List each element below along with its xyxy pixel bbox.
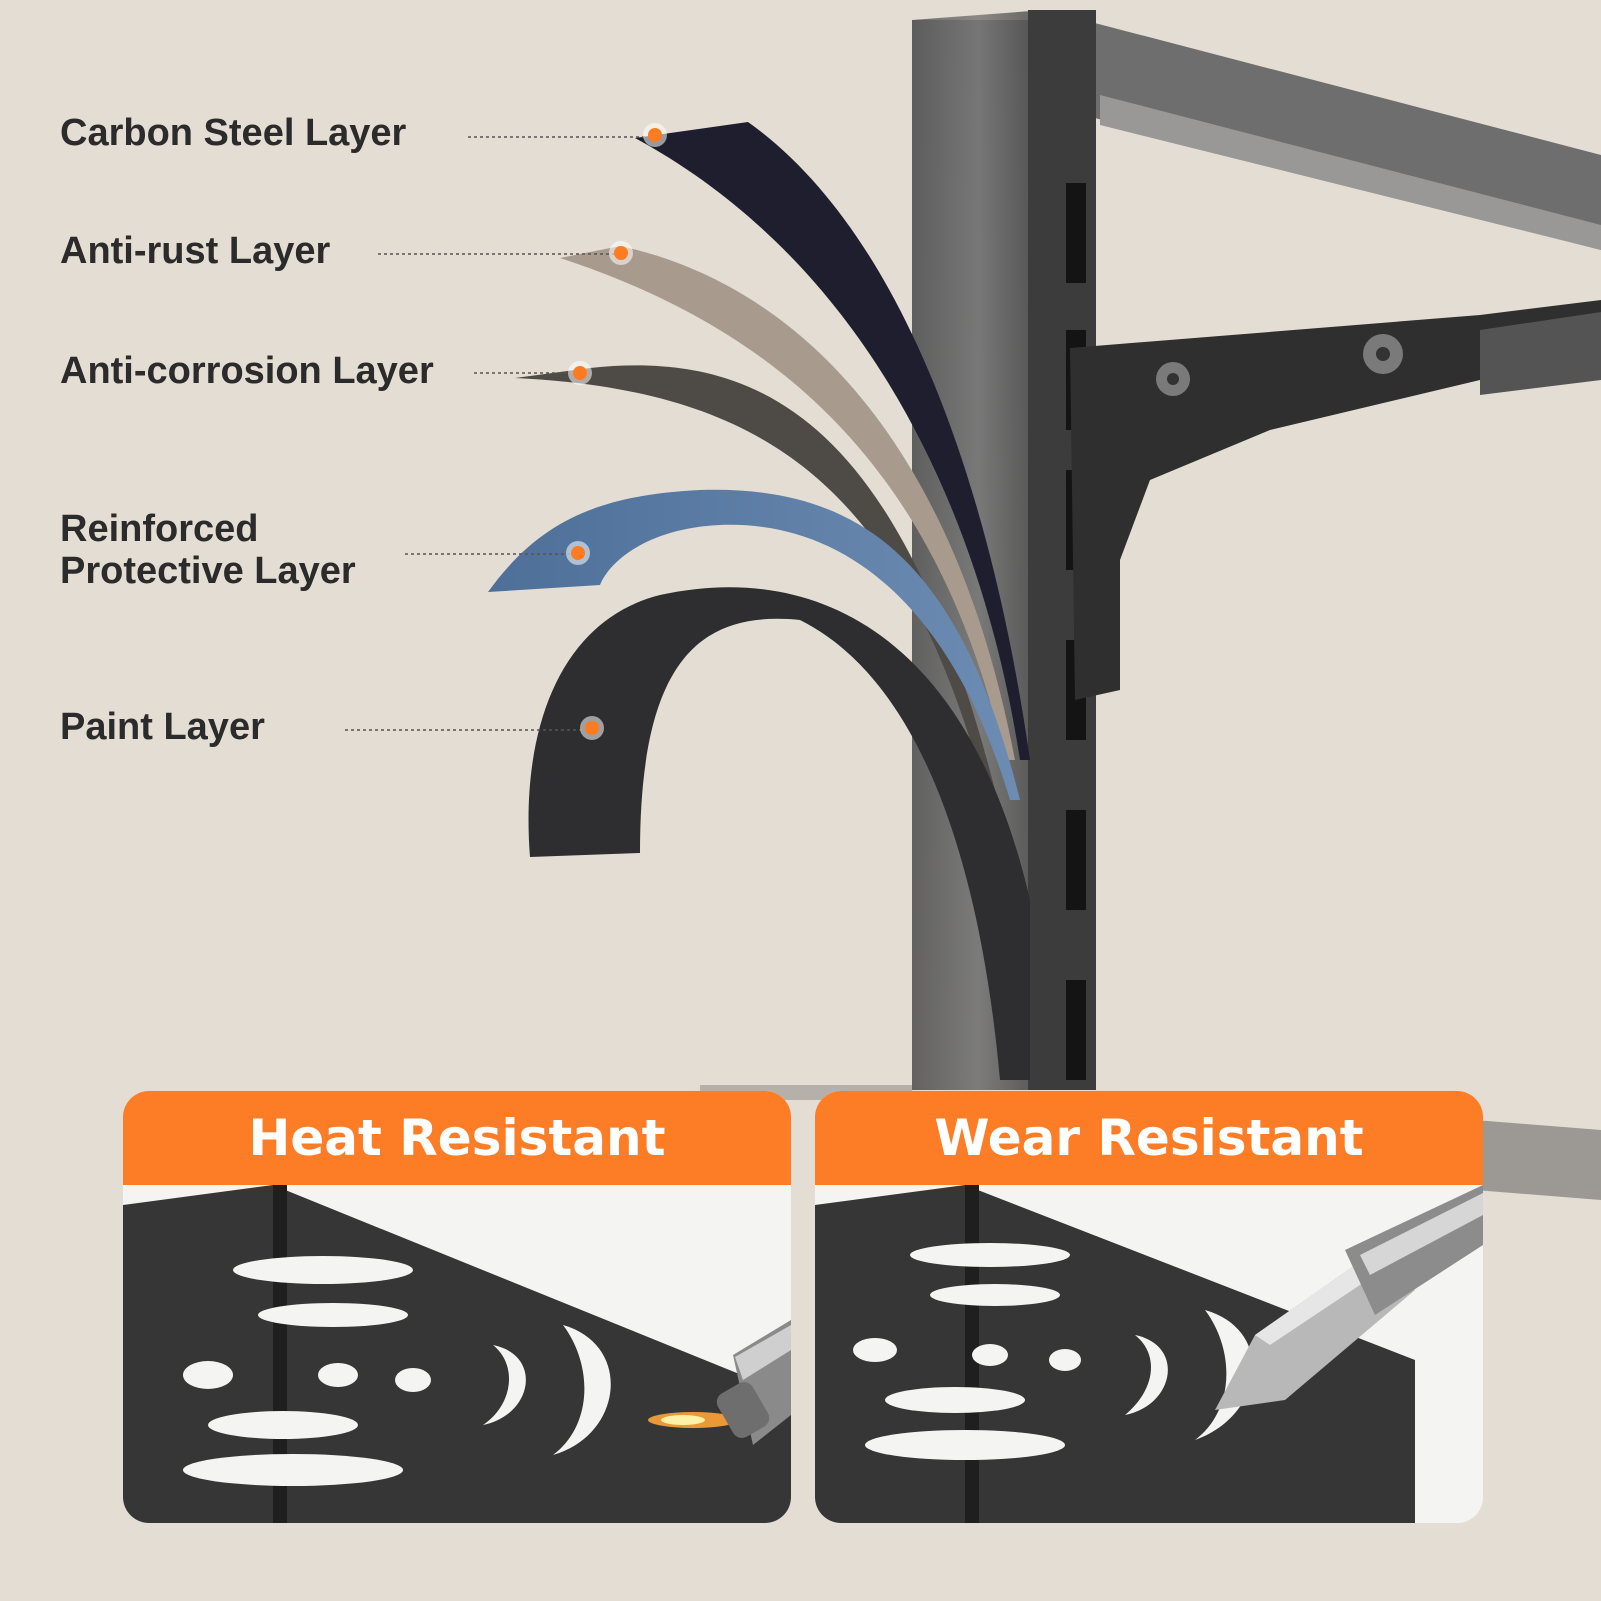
reinforced-protective-sheet — [488, 489, 1020, 800]
wear-resistant-image — [815, 1185, 1483, 1523]
heat-resistant-image — [123, 1185, 791, 1523]
carbon-steel-layer-label: Carbon Steel Layer — [60, 112, 407, 154]
vent-cutouts — [853, 1243, 1253, 1460]
vent-cutouts — [183, 1256, 611, 1486]
anti-rust-sheet — [560, 246, 1015, 760]
wear-resistant-card: Wear Resistant — [815, 1091, 1483, 1523]
paint-layer-label: Paint Layer — [60, 706, 265, 748]
paint-sheet — [528, 587, 1030, 1080]
layer-markers — [566, 123, 667, 740]
anti-corrosion-layer-label: Anti-corrosion Layer — [60, 350, 434, 392]
wear-resistant-title: Wear Resistant — [815, 1091, 1483, 1185]
heat-resistant-title: Heat Resistant — [123, 1091, 791, 1185]
anti-rust-layer-label: Anti-rust Layer — [60, 230, 331, 272]
torch-flame-icon — [648, 1320, 791, 1445]
heat-resistant-card: Heat Resistant — [123, 1091, 791, 1523]
reinforced-layer-label-line2: Protective Layer — [60, 550, 356, 592]
carbon-steel-sheet — [635, 122, 1030, 760]
reinforced-layer-label-line1: Reinforced — [60, 508, 259, 550]
utility-knife-icon — [1215, 1185, 1483, 1410]
shelf-bracket — [1070, 300, 1601, 700]
